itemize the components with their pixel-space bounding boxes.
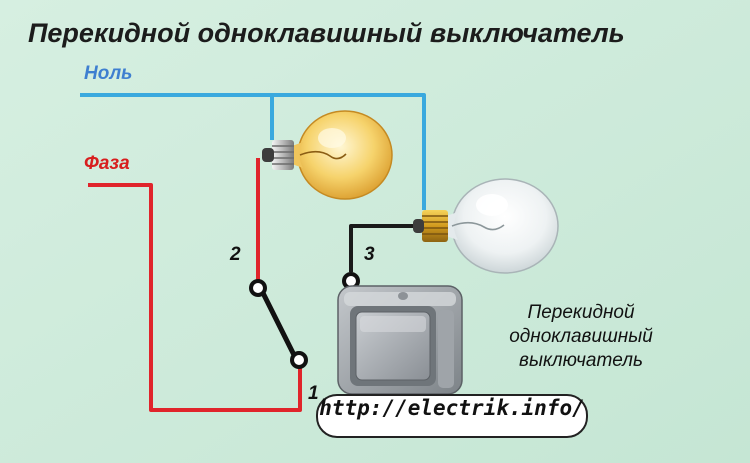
- caption-line-2: одноклавишный: [509, 326, 653, 347]
- terminal-3-label: 3: [364, 244, 375, 265]
- site-url-link[interactable]: http://electrik.info/: [316, 394, 588, 438]
- switch-lever: [258, 286, 299, 362]
- switch-contacts: [249, 272, 360, 369]
- lit-bulb-icon: [262, 110, 393, 200]
- page-title: Перекидной одноклавишный выключатель: [28, 18, 625, 48]
- phase-label: Фаза: [84, 153, 130, 174]
- contact-1: [290, 351, 308, 369]
- unlit-bulb-icon: [413, 178, 559, 274]
- rocker-switch-icon: [337, 285, 463, 395]
- switched-wire: [349, 224, 422, 272]
- neutral-label: Ноль: [84, 63, 133, 84]
- contact-2: [249, 279, 267, 297]
- caption-line-1: Перекидной: [527, 302, 635, 323]
- terminal-1-label: 1: [308, 383, 319, 404]
- neutral-wire: [80, 93, 426, 210]
- phase-wire: [88, 158, 302, 412]
- caption-line-3: выключатель: [519, 350, 643, 371]
- switch-caption: Перекидной одноклавишный выключатель: [472, 301, 690, 373]
- terminal-2-label: 2: [230, 244, 241, 265]
